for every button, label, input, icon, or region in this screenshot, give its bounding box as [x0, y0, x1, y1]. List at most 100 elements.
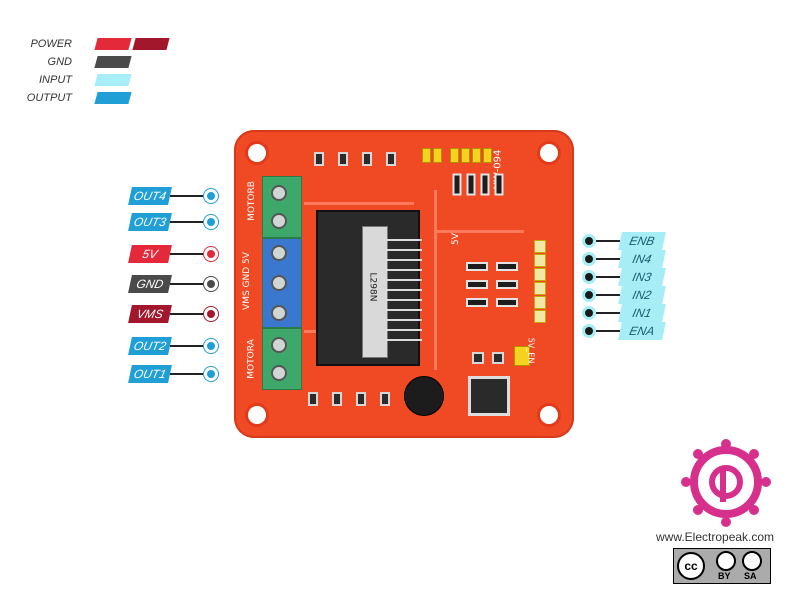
- power-terminal: [262, 238, 302, 328]
- l298n-board: MOTORB VMS GND 5V MOTORA L298N HW-094: [234, 130, 574, 438]
- left-pin-5v: 5V: [128, 245, 270, 263]
- smd-diode: [314, 152, 324, 166]
- pin-leader-line: [170, 253, 206, 255]
- pin-label: OUT4: [128, 187, 172, 205]
- left-pin-out2: OUT2: [128, 337, 270, 355]
- legend-label: POWER: [30, 38, 72, 50]
- pin-label: IN1: [618, 304, 666, 322]
- legend-item: INPUT: [0, 72, 180, 88]
- pcb-trace: [304, 202, 414, 205]
- pin-dot: [582, 324, 596, 338]
- pin-dot: [582, 252, 596, 266]
- pin-label: VMS: [128, 305, 172, 323]
- motor-b-silk: MOTORB: [246, 181, 257, 221]
- top-header-pin: [472, 148, 481, 163]
- 5v-enable-jumper: [514, 346, 530, 366]
- screw-5v: [271, 245, 287, 261]
- motor-b-terminal: [262, 176, 302, 238]
- electrolytic-capacitor: [404, 376, 444, 416]
- right-header-pin: [534, 296, 546, 309]
- pin-dot: [204, 215, 218, 229]
- pin-label: IN4: [618, 250, 666, 268]
- smd-resistor: [466, 298, 488, 307]
- pin-dot: [204, 367, 218, 381]
- pin-leader-line: [596, 276, 620, 278]
- right-pin-in3: IN3: [582, 268, 672, 286]
- smd-diode: [356, 392, 366, 406]
- pin-leader-line: [170, 221, 206, 223]
- screw-gnd: [271, 275, 287, 291]
- right-header-pin: [534, 282, 546, 295]
- pin-label: IN3: [618, 268, 666, 286]
- mount-hole-bottom-right: [540, 406, 558, 424]
- smd-diode: [338, 152, 348, 166]
- pin-dot: [204, 189, 218, 203]
- smd-diode: [386, 152, 396, 166]
- smd-cap: [472, 352, 484, 364]
- share-alike-icon: [742, 551, 762, 571]
- smd-cap: [492, 352, 504, 364]
- left-pin-vms: VMS: [128, 305, 270, 323]
- smd-resistor: [452, 173, 462, 196]
- top-header-pin: [422, 148, 431, 163]
- pin-leader-line: [170, 313, 206, 315]
- pin-leader-line: [596, 240, 620, 242]
- smd-diode: [332, 392, 342, 406]
- pin-leader-line: [170, 195, 206, 197]
- legend-swatch: [94, 74, 132, 86]
- site-link[interactable]: www.Electropeak.com: [656, 530, 775, 544]
- legend-swatch: [94, 56, 132, 68]
- legend-item: OUTPUT: [0, 90, 180, 106]
- legend-swatch: [132, 38, 170, 50]
- smd-resistor: [494, 173, 504, 196]
- right-pin-ena: ENA: [582, 322, 672, 340]
- by-label: BY: [718, 571, 731, 581]
- pin-dot: [204, 277, 218, 291]
- screw-out1: [271, 365, 287, 381]
- cc-license-badge: cc BY SA: [673, 548, 771, 584]
- screw-out4: [271, 185, 287, 201]
- cap-label: 5V: [450, 233, 461, 245]
- legend-swatch: [94, 38, 132, 50]
- pin-dot: [582, 306, 596, 320]
- motor-a-silk: MOTORA: [246, 339, 257, 379]
- pin-leader-line: [170, 373, 206, 375]
- smd-resistor: [466, 262, 488, 271]
- smd-diode: [362, 152, 372, 166]
- pin-dot: [582, 270, 596, 284]
- chip-label: L298N: [367, 272, 378, 302]
- smd-resistor: [496, 298, 518, 307]
- chip: [362, 226, 388, 358]
- right-pin-in4: IN4: [582, 250, 672, 268]
- right-header-pin: [534, 254, 546, 267]
- pin-dot: [582, 234, 596, 248]
- smd-resistor: [466, 280, 488, 289]
- top-header-pin: [483, 148, 492, 163]
- pin-label: 5V: [128, 245, 172, 263]
- pin-label: ENA: [618, 322, 666, 340]
- pin-dot: [582, 288, 596, 302]
- legend-swatch: [94, 92, 132, 104]
- pcb-trace: [434, 230, 524, 233]
- pin-label: ENB: [618, 232, 666, 250]
- right-header-pin: [534, 310, 546, 323]
- right-pin-in2: IN2: [582, 286, 672, 304]
- mount-hole-bottom-left: [248, 406, 266, 424]
- legend-item: GND: [0, 54, 180, 70]
- jumper-label: 5V_EN: [526, 337, 536, 364]
- legend-label: INPUT: [39, 74, 72, 86]
- mount-hole-top-left: [248, 144, 266, 162]
- pin-dot: [204, 339, 218, 353]
- screw-out2: [271, 337, 287, 353]
- smd-resistor: [466, 173, 476, 196]
- right-header-pin: [534, 268, 546, 281]
- smd-diode: [380, 392, 390, 406]
- motor-a-terminal: [262, 328, 302, 390]
- left-pin-out1: OUT1: [128, 365, 270, 383]
- cc-icon: cc: [677, 552, 705, 580]
- voltage-regulator: [468, 376, 510, 416]
- pin-leader-line: [596, 258, 620, 260]
- pin-label: OUT1: [128, 365, 172, 383]
- pin-label: OUT3: [128, 213, 172, 231]
- left-pin-out3: OUT3: [128, 213, 270, 231]
